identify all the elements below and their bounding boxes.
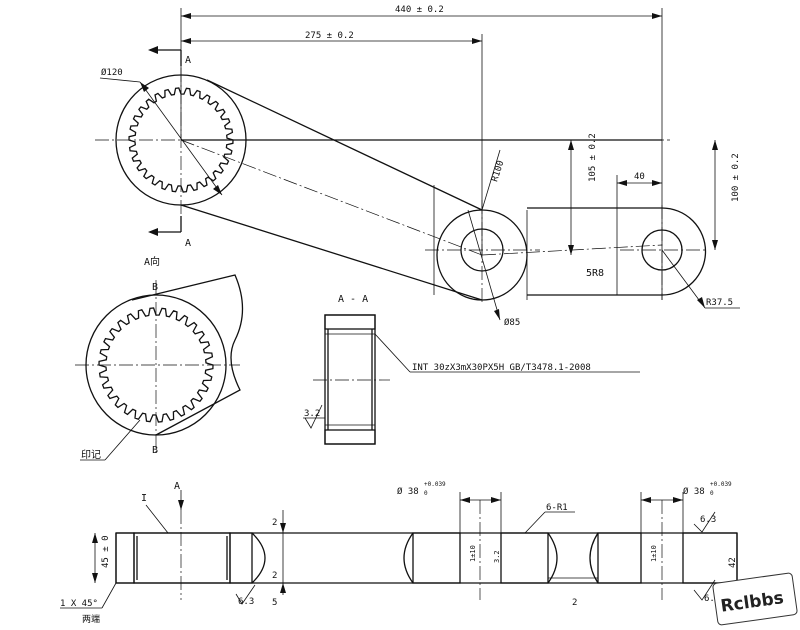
both-ends-note: 两端 [82, 613, 100, 625]
tol-left-plus: +0.039 [424, 481, 446, 488]
gap-2-top: 2 [272, 518, 277, 528]
dim-center-distance: 275 ± 0.2 [181, 31, 483, 255]
small-dim-b: 1±10 [650, 545, 658, 562]
gap-2-bottom: 2 [272, 571, 277, 581]
dim-105-text: 105 ± 0.2 [588, 133, 598, 182]
section-marker-a: A A [148, 46, 191, 249]
top-view: 440 ± 0.2 275 ± 0.2 A A [95, 5, 741, 328]
small-dim-c: 3.2 [493, 550, 501, 563]
finish-spline: 3.2 [304, 409, 320, 419]
dim-d85-text: Ø85 [504, 317, 520, 328]
hole-left-dia: Ø 38 [397, 486, 419, 497]
arrow-a-label: A [174, 481, 180, 492]
tol-right-plus: +0.039 [710, 481, 732, 488]
watermark: Rclbbs [712, 572, 798, 626]
stamp-note: 印记 [81, 449, 101, 461]
dim-r100: R100 [481, 149, 506, 211]
height-45: 45 ± 0 [101, 535, 111, 568]
finish-bottom-left: 6.3 [238, 597, 254, 607]
marker-b-bottom: B [152, 445, 158, 456]
arm-outline [180, 79, 663, 301]
section-aa: A - A INT 30zX3mX30PX5H GB/T3478.1-2008 … [303, 294, 640, 445]
view-a-title: A向 [144, 255, 160, 268]
link-right: 5R8 [527, 175, 707, 300]
dim-40-text: 40 [634, 172, 645, 182]
dim-440-text: 440 ± 0.2 [395, 5, 444, 15]
bottom-section: Ø 38 +0.039 0 Ø 38 +0.039 0 6-R1 45 ± 0 … [60, 481, 738, 625]
marker-a-top: A [185, 55, 191, 66]
dim-105: 105 ± 0.2 [568, 133, 598, 255]
dim-d85: Ø85 [467, 209, 520, 328]
dim-hub-text: Ø120 [101, 67, 123, 78]
tol-right-zero: 0 [710, 490, 714, 497]
view-a: A向 B B 印记 [75, 255, 244, 461]
fillet-label: 6-R1 [546, 503, 568, 513]
dim-r100-text: R100 [490, 159, 506, 183]
dim-100-text: 100 ± 0.2 [731, 153, 741, 202]
dim-100: 100 ± 0.2 [712, 140, 741, 250]
finish-top-right: 6.3 [700, 515, 716, 525]
dim-40: 40 [617, 172, 662, 186]
gap-2-mid: 2 [572, 598, 577, 608]
dim-275-text: 275 ± 0.2 [305, 31, 354, 41]
marker-b-top: B [152, 282, 158, 293]
thickness-42: 42 [728, 557, 738, 568]
section-aa-title: A - A [338, 294, 368, 305]
tag-i: I [141, 493, 147, 504]
chamfer-note: 1 X 45° [60, 599, 98, 609]
gap-5: 5 [272, 598, 277, 608]
spline-spec: INT 30zX3mX30PX5H GB/T3478.1-2008 [412, 363, 591, 373]
hole-right-dia: Ø 38 [683, 486, 705, 497]
dim-r37-5: R37.5 [661, 249, 740, 309]
marker-a-bottom: A [185, 238, 191, 249]
small-dim-a: 1±10 [469, 545, 477, 562]
finish-bottom-right: 6.3 [704, 594, 720, 604]
tol-left-zero: 0 [424, 490, 428, 497]
dim-r37-5-text: R37.5 [706, 298, 733, 308]
dim-hub-diameter: Ø120 [99, 67, 223, 196]
slot-label: 5R8 [586, 268, 604, 279]
